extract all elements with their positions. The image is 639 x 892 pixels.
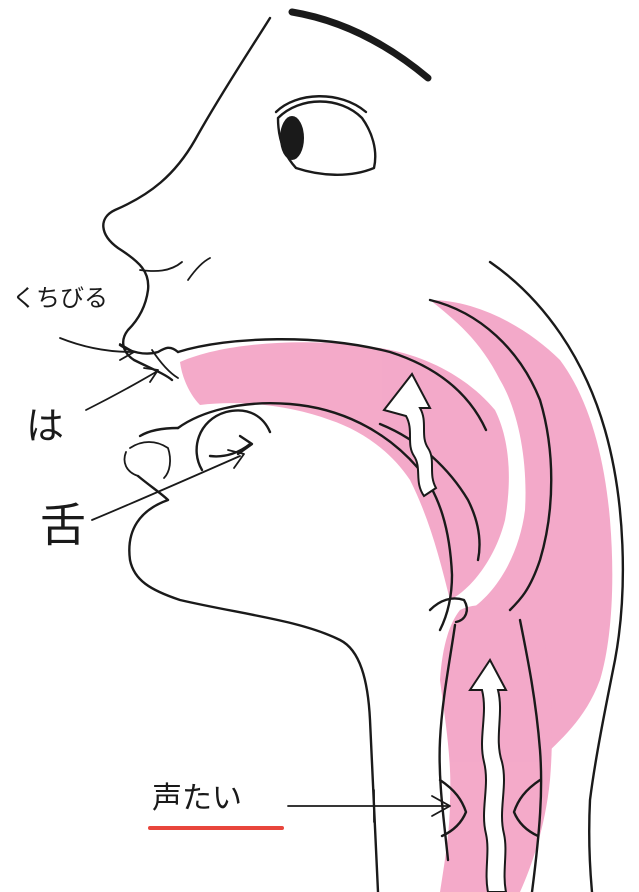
eye [276, 96, 375, 175]
oral-cavity-shading [180, 342, 509, 600]
leader-arrow-vocal-cords [288, 790, 450, 822]
label-vocal-cords: 声たい [152, 784, 242, 814]
nostril-line [140, 262, 182, 271]
label-tongue: 舌 [40, 502, 86, 548]
leader-arrow-teeth [86, 368, 158, 410]
lower-teeth-front [125, 452, 139, 476]
cheek-line [188, 258, 210, 280]
face-profile-line [103, 18, 270, 380]
vocal-cords-underline [148, 826, 284, 830]
lower-teeth-line [130, 442, 170, 478]
leader-arrow-tongue [92, 450, 244, 520]
label-teeth: は [26, 407, 64, 445]
tongue-tip [140, 428, 178, 436]
airway-pink-shading [180, 300, 612, 892]
tongue-motion-icon [197, 410, 270, 470]
eyebrow-stroke [292, 12, 428, 78]
label-lips: くちびる [12, 286, 108, 310]
